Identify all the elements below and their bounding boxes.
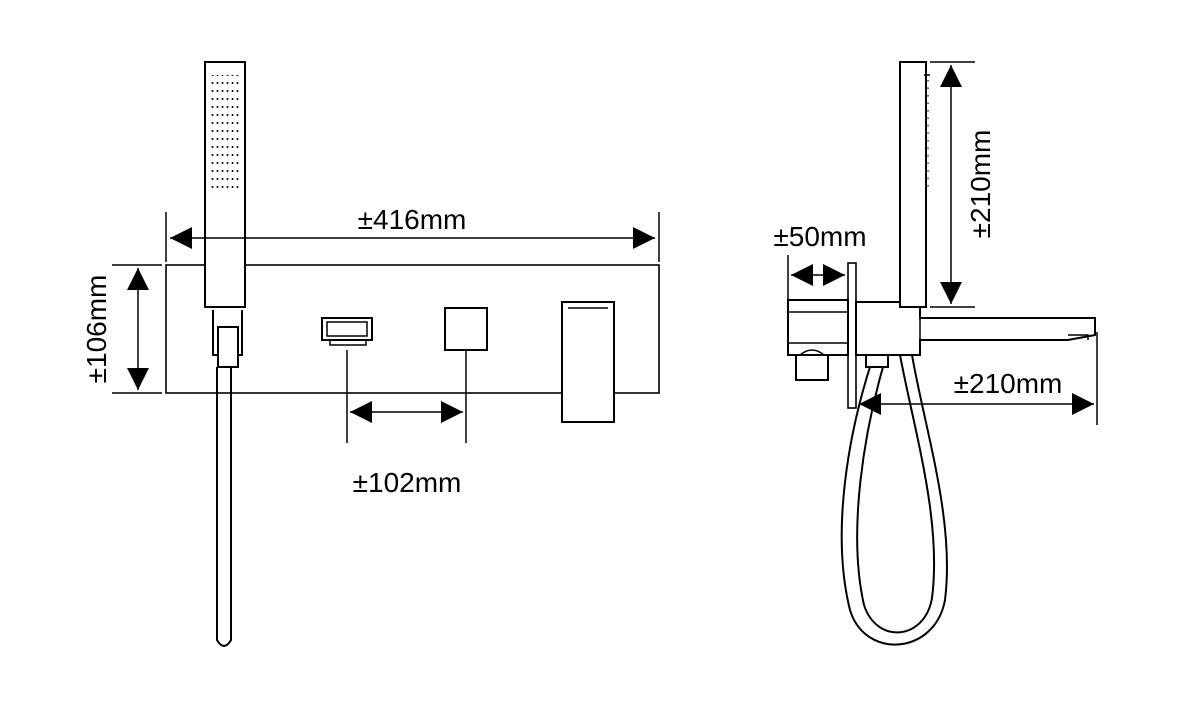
spout-side bbox=[855, 301, 1096, 356]
diverter-knob bbox=[321, 317, 373, 346]
handshower-side bbox=[899, 61, 930, 308]
label-panel-height: ±106mm bbox=[81, 275, 112, 384]
hose-loop bbox=[840, 354, 948, 646]
dimension-wall-depth bbox=[787, 255, 845, 300]
dimension-handshower-height bbox=[930, 61, 975, 308]
side-wall-plate bbox=[847, 262, 857, 409]
mixer-handle bbox=[444, 307, 488, 351]
side-view: ±50mm ±210mm ±210mm bbox=[773, 61, 1098, 646]
label-total-width: ±416mm bbox=[358, 204, 467, 235]
handshower bbox=[204, 61, 246, 647]
label-handle-spacing: ±102mm bbox=[353, 467, 462, 498]
dimension-spout-projection bbox=[859, 332, 1098, 425]
label-handshower-height: ±210mm bbox=[965, 130, 996, 239]
dimension-panel-height bbox=[112, 264, 162, 394]
side-body bbox=[787, 299, 849, 381]
dimension-total-width bbox=[165, 212, 660, 262]
label-wall-depth: ±50mm bbox=[773, 221, 866, 252]
front-view: ±416mm ±106mm ±102mm bbox=[81, 61, 660, 647]
spout-front bbox=[561, 301, 615, 423]
dimension-handle-spacing bbox=[346, 350, 467, 443]
hose-connector bbox=[865, 354, 889, 368]
label-spout-projection: ±210mm bbox=[954, 368, 1063, 399]
